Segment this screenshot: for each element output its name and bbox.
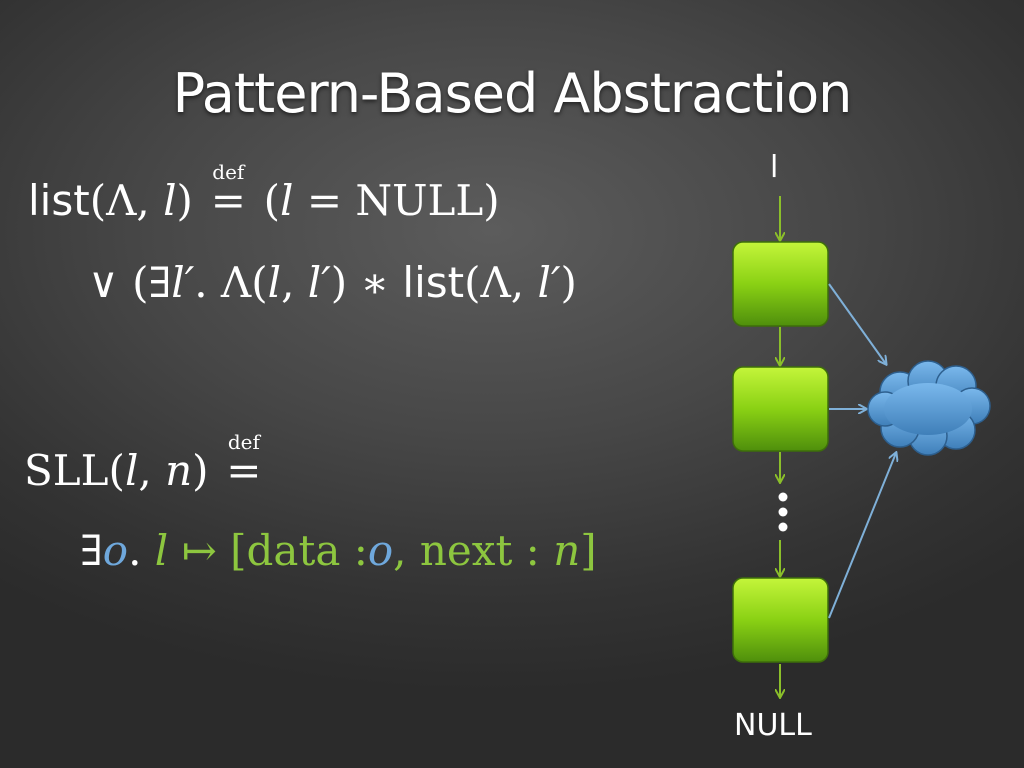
- list-function-name: list: [402, 258, 465, 307]
- def-equals: def=: [222, 432, 266, 495]
- paren-open: (: [250, 176, 281, 225]
- list-args: (Λ,: [464, 258, 538, 307]
- def-label: def: [227, 430, 260, 454]
- null-comparison: = NULL): [293, 176, 500, 225]
- sll-definition-line-2: ∃o. l ↦ [data :o, next : n]: [80, 526, 597, 575]
- var-l-prime: l′: [537, 258, 561, 307]
- var-l: l: [267, 258, 282, 307]
- slide-title: Pattern-Based Abstraction: [172, 62, 853, 125]
- def-equals: def=: [206, 162, 250, 225]
- sll-definition-line-1: SLL(l, n) def=: [24, 432, 266, 495]
- ellipsis-dot: [778, 492, 788, 502]
- data-pointer-node3: [828, 453, 896, 619]
- or-exists: ∨ (∃: [88, 258, 172, 307]
- equals-sign: =: [226, 446, 262, 495]
- paren-close: ): [192, 446, 209, 495]
- var-l: l: [280, 176, 294, 225]
- null-label: NULL: [734, 708, 812, 743]
- var-l-prime: l′: [307, 258, 331, 307]
- var-o: o: [102, 526, 129, 575]
- var-n: n: [553, 526, 581, 575]
- points-to-record: ↦ [data :: [168, 526, 368, 575]
- dot: .: [128, 526, 155, 575]
- next-field: , next :: [393, 526, 554, 575]
- var-o: o: [367, 526, 394, 575]
- list-function-name: list: [28, 176, 90, 225]
- lambda-open: . Λ(: [194, 258, 268, 307]
- comma: ,: [138, 446, 166, 495]
- data-cloud-icon: [867, 360, 991, 456]
- paren-close: ): [176, 176, 193, 225]
- ellipsis-dot: [778, 507, 788, 517]
- ellipsis-dot: [778, 522, 788, 532]
- sll-function-name: SLL(: [24, 446, 125, 495]
- list-definition-line-1: list(Λ, l) def= (l = NULL): [28, 162, 500, 225]
- list-node-2: [732, 366, 829, 452]
- var-n: n: [165, 446, 193, 495]
- list-args: (Λ,: [89, 176, 164, 225]
- var-l: l: [124, 446, 139, 495]
- list-definition-line-2: ∨ (∃l′. Λ(l, l′) ∗ list(Λ, l′): [88, 258, 577, 307]
- head-pointer-label: l: [770, 150, 779, 185]
- equals-sign: =: [210, 176, 246, 225]
- exists-symbol: ∃: [80, 526, 103, 575]
- def-label: def: [212, 160, 245, 184]
- comma: ,: [281, 258, 308, 307]
- separating-conjunction: ) ∗: [330, 258, 403, 307]
- var-l: l: [154, 526, 169, 575]
- list-node-3: [732, 577, 829, 663]
- list-node-1: [732, 241, 829, 327]
- var-l-prime: l′: [171, 258, 195, 307]
- paren-close: ): [560, 258, 577, 307]
- var-l: l: [163, 176, 177, 225]
- bracket-close: ]: [580, 526, 597, 575]
- data-pointer-node1: [828, 283, 886, 364]
